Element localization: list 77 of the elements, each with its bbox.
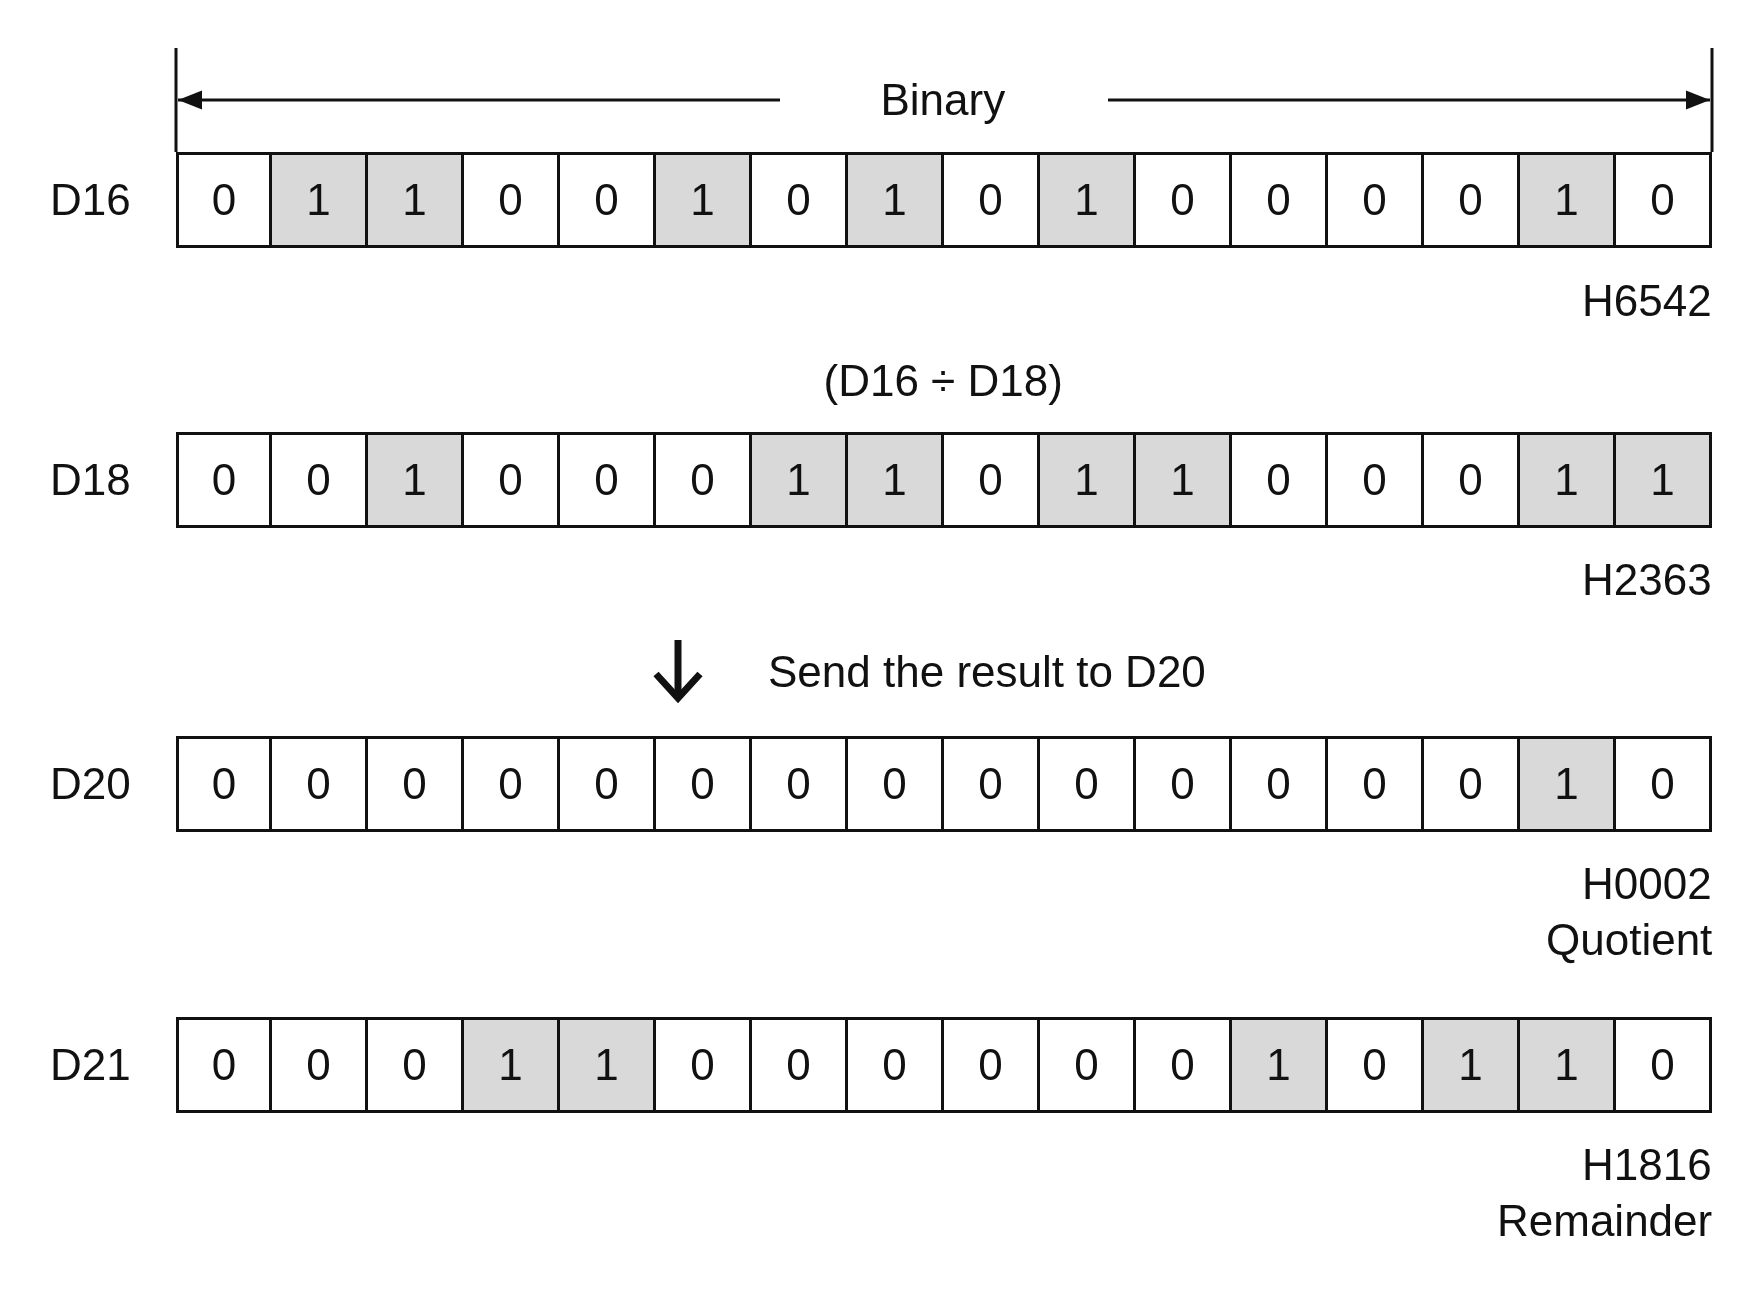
bit-cell: 0 [176, 1017, 272, 1113]
bit-cell: 0 [1613, 152, 1712, 248]
bit-cell: 0 [269, 432, 368, 528]
bit-cell: 0 [269, 1017, 368, 1113]
bit-cell: 1 [1421, 1017, 1520, 1113]
register-name: D18 [50, 458, 131, 502]
hex-value: H6542 [1582, 279, 1712, 323]
register-name: D21 [50, 1043, 131, 1087]
bit-cell: 0 [461, 152, 560, 248]
register-name: D20 [50, 762, 131, 806]
bit-cell: 1 [365, 152, 464, 248]
bit-cell: 0 [1133, 736, 1232, 832]
bit-cell: 0 [1229, 152, 1328, 248]
bit-cell: 1 [269, 152, 368, 248]
bit-cell: 1 [365, 432, 464, 528]
bit-cell: 0 [845, 1017, 944, 1113]
bit-cell: 1 [1613, 432, 1712, 528]
bit-cell: 0 [1325, 1017, 1424, 1113]
bit-cell: 0 [1421, 152, 1520, 248]
bit-cell: 0 [176, 736, 272, 832]
bit-cell: 1 [845, 432, 944, 528]
bit-cell: 0 [1037, 1017, 1136, 1113]
bit-cell: 0 [1037, 736, 1136, 832]
operation-label: (D16 ÷ D18) [823, 359, 1063, 403]
hex-value: H1816 [1582, 1143, 1712, 1187]
bit-cell: 1 [1517, 1017, 1616, 1113]
bit-cell: 0 [941, 736, 1040, 832]
bit-cell: 1 [557, 1017, 656, 1113]
bit-cell: 0 [653, 736, 752, 832]
bit-cell: 0 [1421, 736, 1520, 832]
bit-cell: 0 [1325, 152, 1424, 248]
bit-cell: 1 [1037, 432, 1136, 528]
bit-cell: 0 [941, 1017, 1040, 1113]
bit-cell: 0 [365, 1017, 464, 1113]
result-label: Quotient [1546, 918, 1713, 962]
bit-cell: 0 [1613, 1017, 1712, 1113]
bit-cell: 1 [1517, 432, 1616, 528]
bit-cell: 0 [749, 736, 848, 832]
bit-cell: 0 [749, 152, 848, 248]
bit-cell: 0 [461, 432, 560, 528]
bit-cell: 0 [1421, 432, 1520, 528]
bit-cell: 1 [653, 152, 752, 248]
bit-cell: 0 [653, 1017, 752, 1113]
result-label: Remainder [1497, 1199, 1713, 1243]
bit-cell: 0 [461, 736, 560, 832]
bit-cell: 0 [941, 152, 1040, 248]
bit-cell: 0 [1133, 152, 1232, 248]
bit-cell: 1 [461, 1017, 560, 1113]
bit-cell: 0 [1229, 736, 1328, 832]
bit-cell: 0 [365, 736, 464, 832]
bit-cell: 0 [1229, 432, 1328, 528]
bit-cell: 0 [1325, 736, 1424, 832]
bit-cell: 0 [1613, 736, 1712, 832]
bit-cell: 1 [1517, 152, 1616, 248]
bit-cell: 1 [1133, 432, 1232, 528]
bit-cell: 0 [557, 432, 656, 528]
hex-value: H2363 [1582, 558, 1712, 602]
bit-cell: 0 [845, 736, 944, 832]
bit-cell: 0 [269, 736, 368, 832]
instruction-note: Send the result to D20 [768, 650, 1206, 694]
hex-value: H0002 [1582, 862, 1712, 906]
bit-cell: 0 [1133, 1017, 1232, 1113]
bit-cell: 1 [749, 432, 848, 528]
dimension-label: Binary [880, 78, 1006, 122]
bit-cell: 0 [653, 432, 752, 528]
bit-cell: 1 [1517, 736, 1616, 832]
bit-cell: 1 [845, 152, 944, 248]
bit-cell: 0 [1325, 432, 1424, 528]
bit-cell: 1 [1037, 152, 1136, 248]
bit-cell: 0 [176, 432, 272, 528]
bit-cell: 0 [176, 152, 272, 248]
bit-cell: 1 [1229, 1017, 1328, 1113]
bit-cell: 0 [749, 1017, 848, 1113]
bit-cell: 0 [557, 736, 656, 832]
bit-cell: 0 [557, 152, 656, 248]
bit-cell: 0 [941, 432, 1040, 528]
register-name: D16 [50, 178, 131, 222]
